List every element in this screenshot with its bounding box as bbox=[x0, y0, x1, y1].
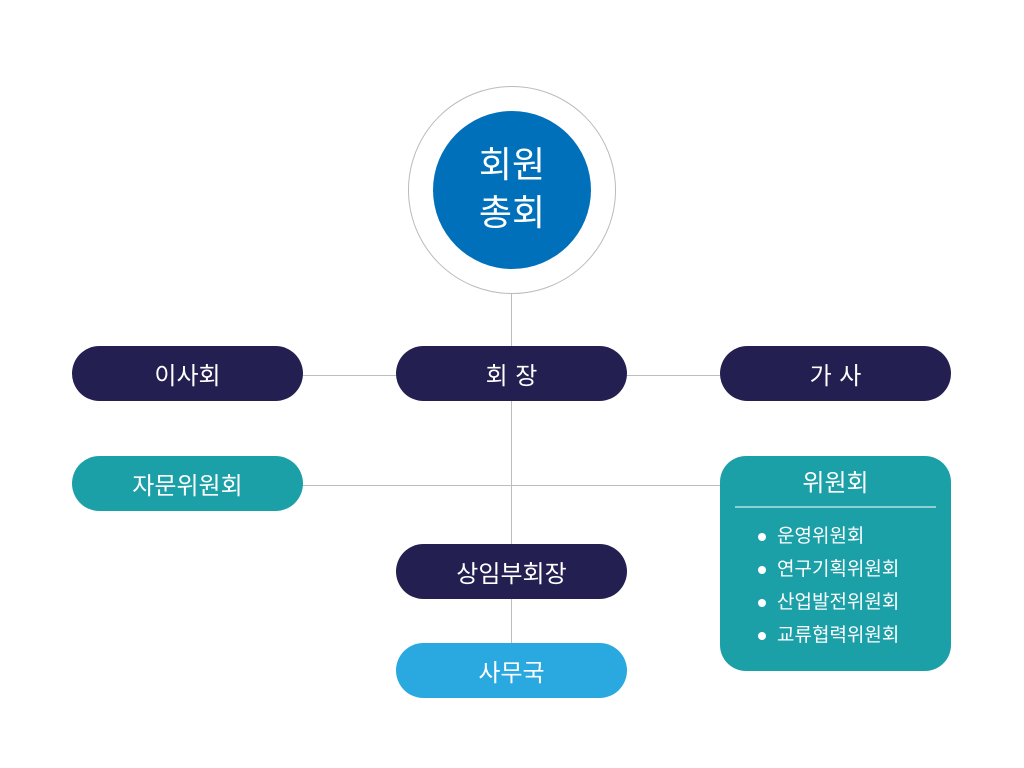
general-assembly-label-1: 회원 bbox=[478, 145, 546, 186]
committee-node[interactable]: 위원회 운영위원회 연구기획위원회 산업발전위원회 교류협력위원회 bbox=[720, 456, 951, 671]
board-node[interactable]: 이사회 bbox=[72, 346, 303, 401]
committee-item[interactable]: 운영위원회 bbox=[758, 520, 951, 553]
committee-item[interactable]: 산업발전위원회 bbox=[758, 586, 951, 619]
general-assembly-node[interactable]: 회원 총회 bbox=[433, 111, 591, 269]
general-assembly-label-2: 총회 bbox=[478, 193, 546, 234]
vice-president-node[interactable]: 상임부회장 bbox=[396, 544, 627, 599]
connector-row2 bbox=[300, 485, 724, 486]
committee-item[interactable]: 연구기획위원회 bbox=[758, 553, 951, 586]
committee-divider bbox=[735, 506, 936, 508]
president-node[interactable]: 회 장 bbox=[396, 346, 627, 401]
committee-item[interactable]: 교류협력위원회 bbox=[758, 619, 951, 652]
committee-list: 운영위원회 연구기획위원회 산업발전위원회 교류협력위원회 bbox=[720, 520, 951, 652]
secretary-node[interactable]: 가 사 bbox=[720, 346, 951, 401]
connector-vertical bbox=[511, 292, 512, 644]
committee-title: 위원회 bbox=[802, 469, 869, 497]
office-node[interactable]: 사무국 bbox=[396, 643, 627, 698]
advisory-committee-node[interactable]: 자문위원회 bbox=[72, 456, 303, 511]
